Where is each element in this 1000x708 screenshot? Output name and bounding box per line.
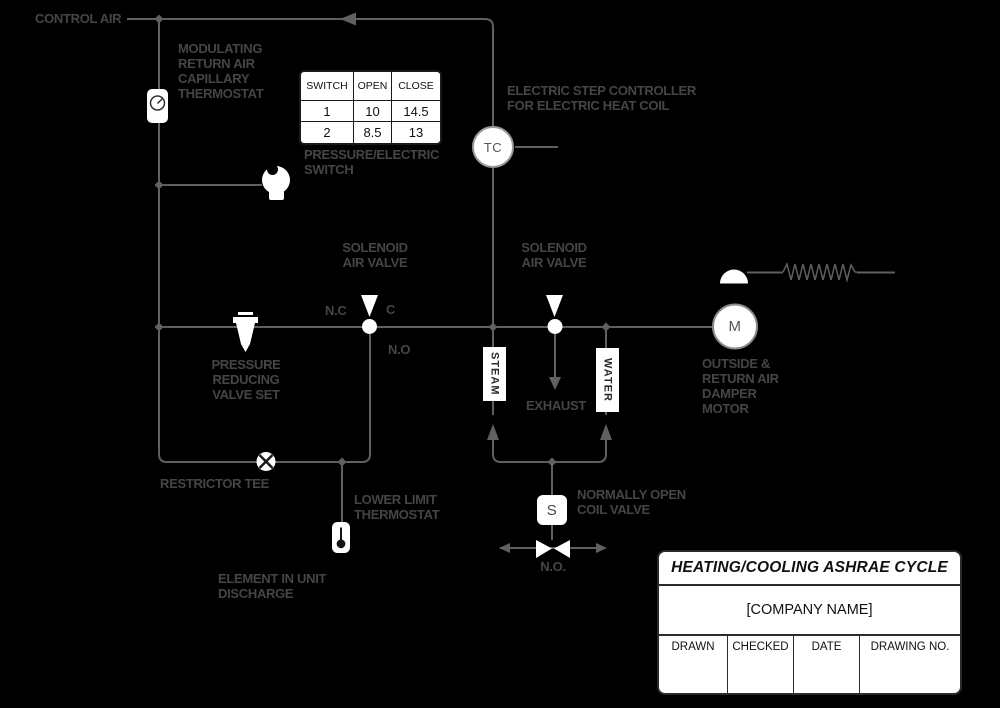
- pressure-electric-switch-icon: [262, 164, 290, 200]
- supply-u-line: [492, 440, 607, 463]
- pressure-reducing-valve-icon: [233, 312, 258, 352]
- drawing-title: HEATING/COOLING ASHRAE CYCLE: [659, 552, 960, 586]
- table-cell: 1: [301, 101, 354, 122]
- solenoid-air-valve-right-label: SOLENOID AIR VALVE: [521, 240, 587, 270]
- tc-node-icon: [472, 126, 514, 168]
- pressure-electric-switch-table: SWITCH OPEN CLOSE 1 10 14.5 2 8.5 13: [299, 70, 442, 145]
- motor-node-icon: [712, 303, 758, 350]
- coil-valve-no-label: N.O.: [540, 559, 566, 574]
- coil-valve-left-arrow-icon: [499, 543, 510, 553]
- no-port-label: N.O: [388, 342, 411, 357]
- table-cell: 2: [301, 122, 354, 143]
- table-cell: 13: [408, 125, 424, 140]
- tc-node-label: TC: [483, 140, 503, 155]
- lower-limit-thermostat-icon: [332, 522, 350, 553]
- exhaust-label: EXHAUST: [526, 398, 587, 413]
- table-cell: 8.5: [354, 122, 392, 143]
- water-up-arrow-icon: [600, 424, 612, 440]
- capillary-thermostat-icon: [147, 89, 168, 123]
- damper-motor-label: OUTSIDE & RETURN AIR DAMPER MOTOR: [702, 356, 779, 416]
- coil-valve-icon: [536, 540, 570, 558]
- pressure-electric-switch-label: PRESSURE/ELECTRIC SWITCH: [304, 147, 440, 177]
- table-cell: 10: [354, 101, 392, 122]
- control-air-label: CONTROL AIR: [35, 11, 122, 26]
- date-cell: DATE: [794, 636, 860, 693]
- motor-node-label: M: [728, 318, 742, 335]
- table-header-open: OPEN: [354, 72, 392, 101]
- damper-actuator-dome-icon: [720, 269, 748, 284]
- solenoid-air-valve-left-label: SOLENOID AIR VALVE: [342, 240, 408, 270]
- damper-blades-icon: [782, 261, 857, 283]
- c-port-label: C: [386, 302, 396, 317]
- coil-valve-right-arrow-icon: [596, 543, 607, 553]
- steam-up-arrow-icon: [487, 424, 499, 440]
- solenoid-node-icon: [537, 495, 567, 525]
- lower-limit-thermostat-label: LOWER LIMIT THERMOSTAT: [354, 492, 440, 522]
- title-block: HEATING/COOLING ASHRAE CYCLE [COMPANY NA…: [657, 550, 962, 695]
- pressure-reducing-valve-label: PRESSURE REDUCING VALVE SET: [211, 357, 281, 402]
- element-in-unit-discharge-label: ELEMENT IN UNIT DISCHARGE: [218, 571, 327, 601]
- control-air-line: [127, 18, 494, 127]
- company-name: [COMPANY NAME]: [659, 586, 960, 636]
- exhaust-down-arrow-icon: [549, 377, 561, 390]
- steam-tag: STEAM: [483, 347, 506, 401]
- title-block-columns: DRAWN CHECKED DATE DRAWING NO.: [659, 636, 960, 693]
- junction-dots: [154, 14, 611, 467]
- table-header-close: CLOSE: [392, 72, 440, 101]
- left-branch-line: [158, 19, 168, 463]
- solenoid-air-valve-right-icon: [546, 295, 563, 334]
- electric-step-controller-label: ELECTRIC STEP CONTROLLER FOR ELECTRIC HE…: [507, 83, 697, 113]
- table-cell: 14.5: [392, 101, 440, 122]
- drawn-cell: DRAWN: [659, 636, 728, 693]
- nc-port-label: N.C: [325, 303, 347, 318]
- water-tag: WATER: [596, 348, 619, 412]
- checked-cell: CHECKED: [728, 636, 794, 693]
- restrictor-tee-label: RESTRICTOR TEE: [160, 476, 269, 491]
- modulating-thermostat-label: MODULATING RETURN AIR CAPILLARY THERMOST…: [178, 41, 264, 101]
- drawing-no-cell: DRAWING NO.: [870, 641, 950, 653]
- restrictor-tee-icon: [256, 452, 276, 471]
- solenoid-node-label: S: [546, 502, 558, 519]
- normally-open-coil-valve-label: NORMALLY OPEN COIL VALVE: [577, 487, 686, 517]
- restrictor-line: [167, 334, 371, 463]
- flow-arrow-left-icon: [340, 12, 356, 26]
- solenoid-air-valve-left-icon: [361, 295, 378, 334]
- table-header-switch: SWITCH: [301, 72, 354, 101]
